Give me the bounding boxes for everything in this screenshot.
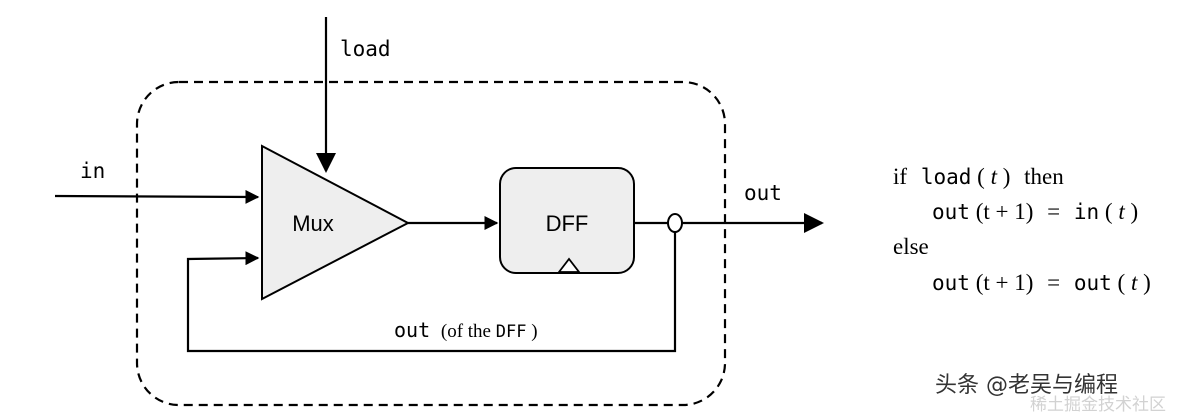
watermark-faint-text: 稀土掘金技术社区 <box>1030 395 1166 415</box>
load-label: load <box>340 37 391 61</box>
logic-line-if: if load ( t ) then <box>893 164 1064 189</box>
dff-label: DFF <box>546 211 589 236</box>
out-label: out <box>744 181 782 205</box>
logic-description: if load ( t ) then out (t + 1) = in ( t … <box>893 164 1151 295</box>
logic-line-else: else <box>893 234 929 259</box>
chip-boundary <box>135 80 727 407</box>
logic-line-then-assign: out (t + 1) = in ( t ) <box>932 199 1138 224</box>
mux-label: Mux <box>292 211 334 236</box>
junction-node <box>667 213 683 233</box>
feedback-wire <box>186 232 677 353</box>
feedback-label: out (of the DFF ) <box>394 318 538 342</box>
clock-triangle-icon <box>557 257 581 273</box>
mux-block <box>261 144 411 301</box>
logic-line-else-assign: out (t + 1) = out ( t ) <box>932 270 1151 295</box>
in-label: in <box>80 159 105 183</box>
watermark-text: 头条 @老吴与编程 <box>935 373 1118 398</box>
dff-block <box>499 167 635 274</box>
in-wire <box>54 189 260 204</box>
